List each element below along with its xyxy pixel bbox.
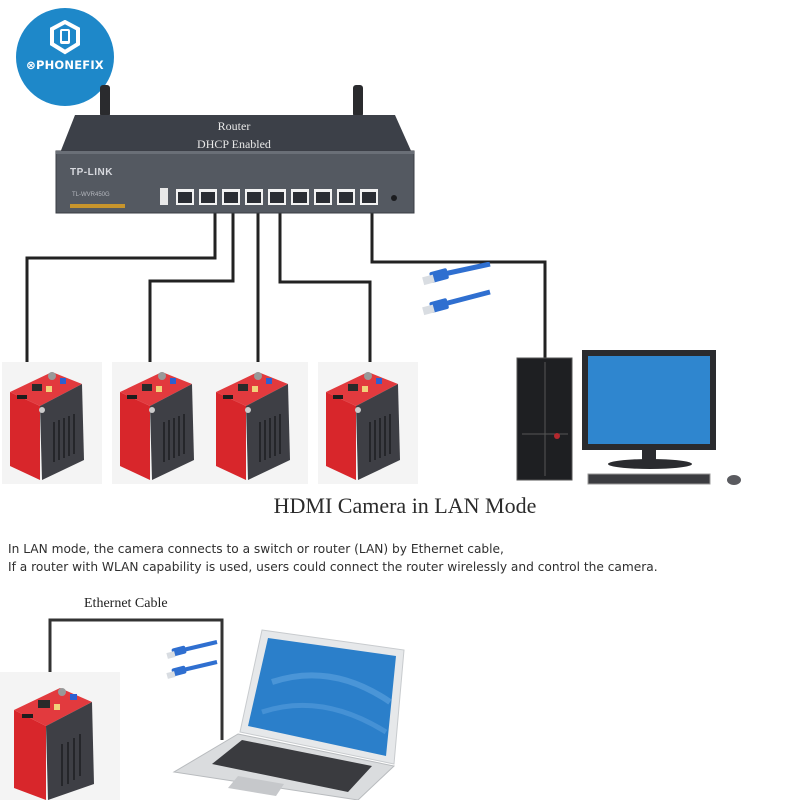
router-device bbox=[55, 85, 415, 214]
router-title: Router bbox=[217, 119, 251, 133]
description-line-2: If a router with WLAN capability is used… bbox=[8, 560, 658, 574]
ethernet-cable-icon-bottom bbox=[166, 640, 218, 679]
connection-lines bbox=[25, 212, 547, 368]
keyboard bbox=[587, 473, 711, 485]
monitor-screen bbox=[588, 356, 710, 444]
bottom-connection-line bbox=[48, 618, 224, 740]
cable-line-computer bbox=[370, 212, 547, 360]
ethernet-cable-icon bbox=[422, 262, 491, 316]
mouse bbox=[727, 475, 741, 485]
router-antenna-left bbox=[100, 85, 110, 117]
power-button bbox=[554, 433, 560, 439]
diagram-title: HDMI Camera in LAN Mode bbox=[273, 493, 537, 518]
router-brand: TP-LINK bbox=[70, 167, 113, 178]
ethernet-cable-label: Ethernet Cable bbox=[84, 596, 168, 611]
laptop bbox=[172, 629, 405, 800]
cable-line-camera-4 bbox=[278, 212, 372, 368]
camera-4 bbox=[317, 362, 419, 485]
description: In LAN mode, the camera connects to a sw… bbox=[8, 540, 658, 576]
router-antenna-right bbox=[353, 85, 363, 117]
router-ports bbox=[176, 189, 378, 205]
router-subtitle: DHCP Enabled bbox=[197, 137, 271, 151]
desktop-computer bbox=[516, 350, 741, 485]
phone-wrench-icon bbox=[50, 20, 80, 55]
logo-text: ⊗PHONEFIX bbox=[16, 58, 114, 72]
laptop-keyboard bbox=[212, 740, 372, 792]
cable-line-camera-2 bbox=[148, 212, 235, 368]
laptop-trackpad bbox=[228, 776, 284, 796]
router-model: TL-WVR450G bbox=[72, 192, 110, 198]
router-reset-button bbox=[391, 195, 397, 201]
phonefix-logo: ⊗PHONEFIX bbox=[16, 8, 114, 106]
description-line-1: In LAN mode, the camera connects to a sw… bbox=[8, 542, 504, 556]
camera-1 bbox=[1, 362, 103, 485]
camera-3 bbox=[207, 362, 309, 485]
cable-line-camera-1 bbox=[25, 212, 217, 368]
close-circle-icon: ⊗ bbox=[26, 58, 36, 72]
cameras-row bbox=[1, 362, 419, 485]
camera-2 bbox=[111, 362, 213, 485]
router-usb-port bbox=[160, 188, 168, 205]
logo-brand: PHONEFIX bbox=[35, 58, 104, 72]
camera-bottom bbox=[0, 672, 120, 800]
laptop-screen bbox=[248, 638, 396, 756]
